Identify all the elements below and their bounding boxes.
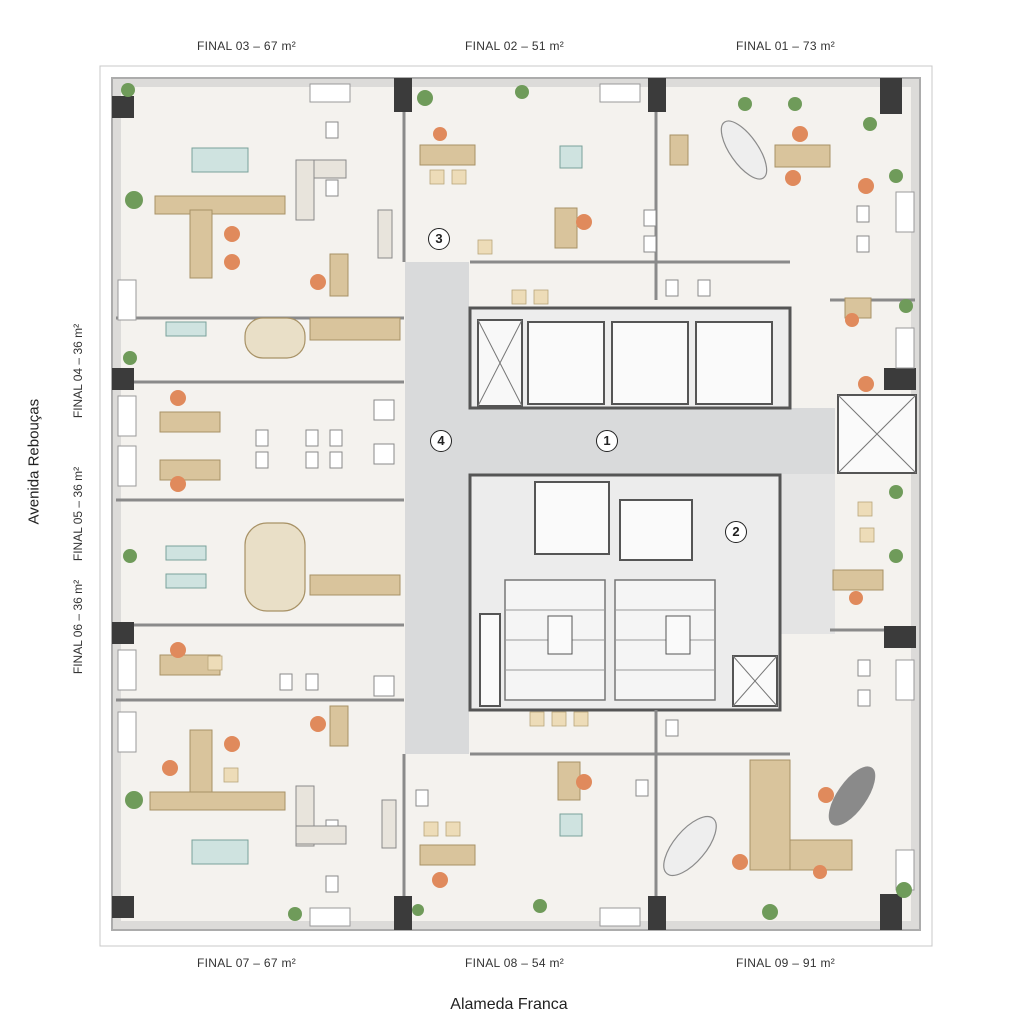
- plants: [121, 83, 913, 921]
- unit-label-final-01: FINAL 01 – 73 m²: [736, 39, 836, 53]
- elevator-3: [695, 321, 773, 405]
- waiting-chairs: [207, 169, 875, 837]
- window-frames: [117, 83, 915, 927]
- elevator-5: [619, 499, 693, 561]
- toilets: [255, 121, 871, 893]
- shaft-left: [479, 613, 501, 707]
- site-boundary: [99, 65, 933, 947]
- unit-label-final-02: FINAL 02 – 51 m²: [465, 39, 565, 53]
- elevator-2: [611, 321, 689, 405]
- elevator-4: [534, 481, 610, 555]
- counters: [295, 159, 397, 849]
- unit-label-final-08: FINAL 08 – 54 m²: [465, 956, 565, 970]
- corridor-vertical: [405, 262, 469, 754]
- desks: [149, 134, 884, 871]
- lobby-right: [780, 474, 835, 634]
- street-label-alameda-franca: Alameda Franca: [450, 996, 568, 1013]
- beds: [165, 145, 583, 865]
- chairs: [162, 126, 874, 888]
- marker-3: 3: [428, 228, 450, 250]
- balcony-strip: [111, 77, 921, 931]
- partition-walls: [116, 82, 915, 926]
- marker-2: 2: [725, 521, 747, 543]
- unit-label-final-07: FINAL 07 – 67 m²: [197, 956, 297, 970]
- shaft-small-1: [547, 615, 573, 655]
- unit-label-final-03: FINAL 03 – 67 m²: [197, 39, 297, 53]
- marker-4: 4: [430, 430, 452, 452]
- unit-label-final-09: FINAL 09 – 91 m²: [736, 956, 836, 970]
- marker-1: 1: [596, 430, 618, 452]
- shaft-small-2: [665, 615, 691, 655]
- service-core-bottom: [468, 473, 782, 712]
- elevator-1: [527, 321, 605, 405]
- corridor-horizontal: [405, 408, 835, 474]
- elevator-core-top: [468, 306, 792, 410]
- columns: [112, 78, 916, 930]
- dental-chairs: [663, 120, 876, 877]
- round-desks: [244, 317, 306, 612]
- shaft-right: [837, 394, 917, 474]
